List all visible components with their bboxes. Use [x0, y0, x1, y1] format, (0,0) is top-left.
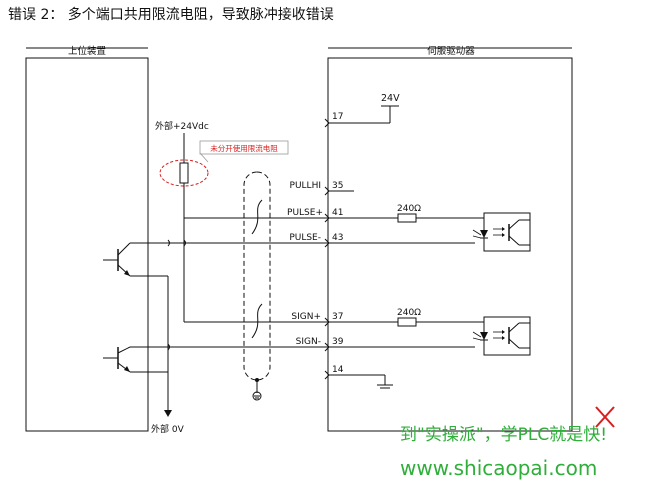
- vcc-24v-label: 24V: [381, 93, 400, 104]
- diagram-title: 错误 2： 多个端口共用限流电阻，导致脉冲接收错误: [8, 6, 334, 23]
- twist-sign-icon: [251, 303, 263, 339]
- callout-pointer: [199, 152, 209, 163]
- external-0v-label: 外部 0V: [151, 423, 185, 435]
- pin-39-number: 39: [332, 337, 344, 347]
- pulse-transistor: [103, 242, 175, 277]
- shield-ground-icon: [252, 391, 262, 401]
- ground-arrow-icon: [164, 410, 172, 417]
- terminal-markers: [324, 118, 330, 380]
- pulse-optocoupler-icon: [472, 212, 531, 252]
- servo-drive-label: 伺服驱动器: [427, 45, 475, 57]
- pin-14-number: 14: [332, 365, 344, 375]
- sign-optocoupler-icon: [472, 316, 531, 356]
- pulse-resistor-label: 240Ω: [397, 204, 421, 214]
- pin-43-number: 43: [332, 233, 343, 243]
- error-x-icon: [595, 406, 615, 428]
- sign-resistor-label: 240Ω: [397, 308, 421, 318]
- shared-limit-resistor: [179, 162, 189, 184]
- host-controller-label: 上位装置: [68, 45, 106, 57]
- sign-resistor: [397, 317, 417, 327]
- pin-37-name: SIGN+: [291, 312, 321, 322]
- twist-pulse-icon: [251, 199, 263, 235]
- sign-transistor: [103, 346, 328, 373]
- pin-41-name: PULSE+: [287, 208, 323, 218]
- pin-39-name: SIGN-: [296, 337, 321, 347]
- host-controller-box: [25, 57, 149, 432]
- pulse-resistor: [397, 213, 417, 223]
- callout-text: 未分开使用限流电阻: [210, 143, 278, 153]
- callout-box: [199, 140, 289, 155]
- watermark-slogan: 到"实操派"，学PLC就是快!: [400, 425, 607, 445]
- shielded-cable: [243, 171, 271, 381]
- pin-17-number: 17: [332, 112, 343, 122]
- pin-35-number: 35: [332, 181, 343, 191]
- error-highlight-ellipse: [159, 159, 209, 187]
- pin-37-number: 37: [332, 312, 343, 322]
- external-24v-label: 外部+24Vdc: [155, 120, 209, 132]
- pin-43-name: PULSE-: [289, 233, 321, 243]
- pin-35-name: PULLHI: [290, 181, 321, 191]
- pin-41-number: 41: [332, 208, 343, 218]
- watermark-url: www.shicaopai.com: [400, 456, 597, 480]
